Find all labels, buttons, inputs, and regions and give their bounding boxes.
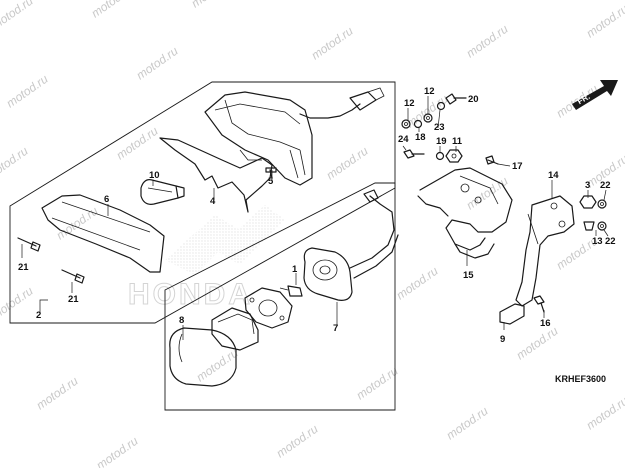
- socket-assembly: [304, 190, 398, 300]
- fastener-13: [584, 222, 594, 230]
- license-bracket: [418, 168, 512, 258]
- wire-clip: [160, 138, 272, 212]
- watermark-text: motod.ru: [0, 144, 31, 183]
- watermark-text: motod.ru: [464, 22, 511, 61]
- callout-16: 16: [540, 318, 551, 329]
- watermark-text: motod.ru: [584, 394, 625, 433]
- watermark-text: motod.ru: [464, 174, 511, 213]
- callout-3: 3: [585, 180, 590, 191]
- fastener-20: [446, 94, 466, 104]
- watermark-text: motod.ru: [134, 44, 181, 83]
- watermark-text: motod.ru: [0, 0, 36, 32]
- callout-2: 2: [36, 310, 41, 321]
- logo-text: HONDA: [128, 278, 253, 311]
- watermark-text: motod.ru: [189, 0, 236, 10]
- fastener-11: [446, 150, 462, 162]
- watermark-text: motod.ru: [34, 374, 81, 413]
- callout-21: 21: [18, 262, 29, 273]
- seal-ring: [212, 308, 258, 350]
- lens-screw-lower: [62, 270, 84, 283]
- callout-22: 22: [605, 236, 616, 247]
- bulb: [141, 180, 184, 205]
- callout-15: 15: [463, 270, 474, 281]
- fastener-19: [437, 153, 444, 160]
- watermark-text: motod.ru: [354, 364, 401, 403]
- lens-screw-upper: [18, 238, 40, 251]
- callout-22: 22: [600, 180, 611, 191]
- watermark-text: motod.ru: [274, 422, 321, 461]
- callout-20: 20: [468, 94, 479, 105]
- fastener-16: [534, 296, 544, 312]
- watermark-text: motod.ru: [0, 284, 36, 323]
- watermark-text: motod.ru: [194, 346, 241, 385]
- callout-6: 6: [104, 194, 109, 205]
- mount-stay: [516, 196, 574, 306]
- tail-light-housing: [205, 88, 384, 185]
- watermark-text: motod.ru: [584, 2, 625, 41]
- callout-8: 8: [179, 315, 184, 326]
- callout-21: 21: [68, 294, 79, 305]
- callout-5: 5: [268, 176, 274, 187]
- callout-4: 4: [210, 196, 216, 207]
- watermark-text: motod.ru: [114, 124, 161, 163]
- callout-12: 12: [424, 86, 435, 97]
- callout-24: 24: [398, 134, 409, 145]
- callout-23: 23: [434, 122, 445, 133]
- callout-11: 11: [452, 136, 463, 147]
- watermark-text: motod.ru: [514, 324, 561, 363]
- callout-17: 17: [512, 161, 523, 172]
- watermark-text: motod.ru: [94, 434, 141, 468]
- fastener-24: [404, 150, 424, 158]
- callout-13: 13: [592, 236, 603, 247]
- watermark-text: motod.ru: [444, 404, 491, 443]
- fastener-17: [486, 156, 498, 164]
- callout-12: 12: [404, 98, 415, 109]
- callout-14: 14: [548, 170, 559, 181]
- fastener-22-lower: [598, 222, 606, 230]
- fastener-22-upper: [598, 200, 606, 208]
- watermark-text: motod.ru: [394, 264, 441, 303]
- watermark-text: motod.ru: [89, 0, 136, 20]
- watermark-text: motod.ru: [309, 24, 356, 63]
- honda-logo-watermark: HONDA: [128, 205, 285, 311]
- callout-9: 9: [500, 334, 505, 345]
- reflector: [500, 304, 524, 324]
- small-bulb: [280, 286, 302, 296]
- callout-19: 19: [436, 136, 447, 147]
- watermark-text: motod.ru: [4, 72, 51, 111]
- callout-18: 18: [415, 132, 426, 143]
- callout-1: 1: [292, 264, 298, 275]
- watermark-text: motod.ru: [324, 144, 371, 183]
- callout-7: 7: [333, 323, 338, 334]
- callout-10: 10: [149, 170, 160, 181]
- drawing-code: KRHEF3600: [555, 374, 606, 384]
